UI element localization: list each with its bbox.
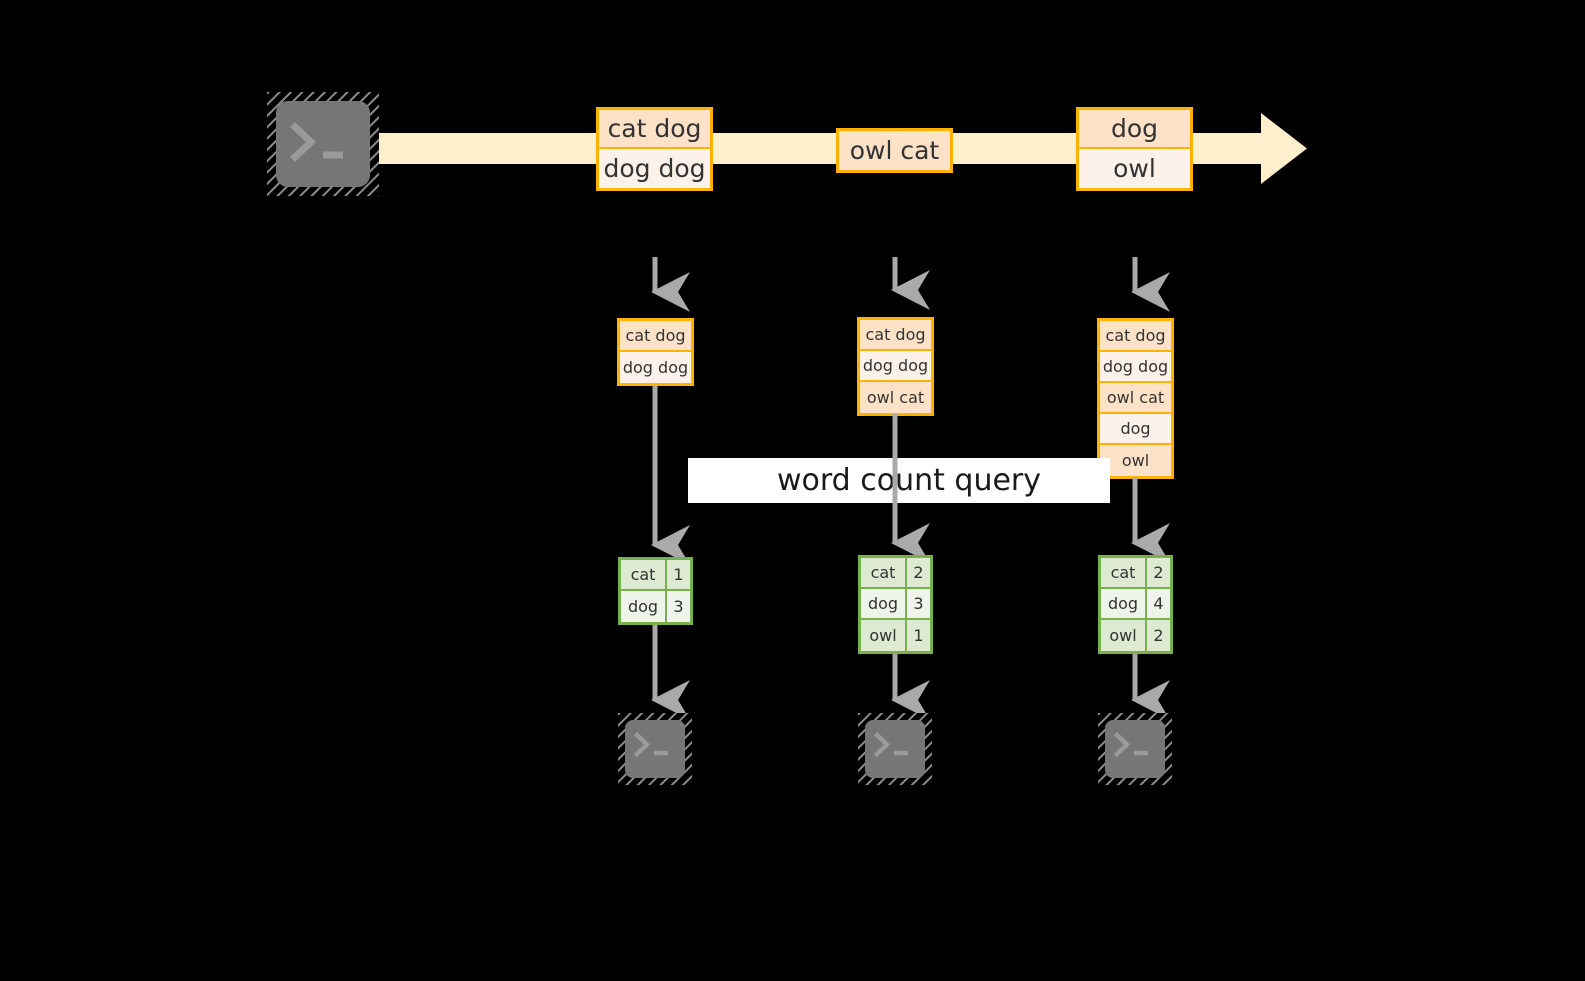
stream-line: cat dog xyxy=(599,110,710,149)
result-table-3: cat 2 dog 4 owl 2 xyxy=(1098,555,1173,654)
table-row: owl 2 xyxy=(1101,620,1170,651)
query-label-text: word count query xyxy=(776,463,1042,498)
count-cell: 2 xyxy=(1147,558,1170,587)
terminal-prompt-glyph xyxy=(290,122,343,162)
result-table-2: cat 2 dog 3 owl 1 xyxy=(858,555,933,654)
count-cell: 2 xyxy=(1147,620,1170,651)
sink-arrows xyxy=(650,622,1170,721)
sink-terminal-icon-2 xyxy=(858,713,932,785)
count-cell: 3 xyxy=(907,589,930,618)
stack-line: dog xyxy=(1100,414,1171,445)
word-cell: owl xyxy=(861,620,907,651)
count-cell: 1 xyxy=(907,620,930,651)
stack-line: owl cat xyxy=(1100,383,1171,414)
batch-feed-arrows xyxy=(650,257,1170,313)
source-terminal-icon xyxy=(267,92,379,196)
stack-line: cat dog xyxy=(620,321,691,352)
table-row: cat 2 xyxy=(1101,558,1170,589)
table-row: dog 3 xyxy=(861,589,930,620)
accumulated-stack-3: cat dog dog dog owl cat dog owl xyxy=(1097,318,1174,479)
stack-line: dog dog xyxy=(860,351,931,382)
count-cell: 1 xyxy=(667,560,690,589)
stream-line: owl cat xyxy=(839,131,950,170)
word-cell: dog xyxy=(621,591,667,622)
result-table-1: cat 1 dog 3 xyxy=(618,557,693,625)
terminal-prompt-glyph xyxy=(633,731,668,758)
accumulated-stack-1: cat dog dog dog xyxy=(617,318,694,386)
word-cell: dog xyxy=(861,589,907,618)
stream-line: owl xyxy=(1079,149,1190,188)
stack-line: dog dog xyxy=(1100,352,1171,383)
count-cell: 3 xyxy=(667,591,690,622)
query-label: word count query xyxy=(688,458,1110,503)
table-row: cat 1 xyxy=(621,560,690,591)
stack-line: owl xyxy=(1100,445,1171,476)
word-cell: cat xyxy=(861,558,907,587)
input-stream-arrow xyxy=(345,113,1307,184)
accumulated-stack-2: cat dog dog dog owl cat xyxy=(857,317,934,416)
sink-terminal-icon-3 xyxy=(1098,713,1172,785)
stack-line: cat dog xyxy=(1100,321,1171,352)
word-cell: owl xyxy=(1101,620,1147,651)
count-cell: 2 xyxy=(907,558,930,587)
stack-line: owl cat xyxy=(860,382,931,413)
count-cell: 4 xyxy=(1147,589,1170,618)
stream-line: dog dog xyxy=(599,149,710,188)
stream-batch-3: dog owl xyxy=(1076,107,1193,191)
stream-line: dog xyxy=(1079,110,1190,149)
word-cell: dog xyxy=(1101,589,1147,618)
word-cell: cat xyxy=(621,560,667,589)
sink-terminal-icon-1 xyxy=(618,713,692,785)
stream-batch-2: owl cat xyxy=(836,128,953,173)
table-row: dog 3 xyxy=(621,591,690,622)
terminal-prompt-glyph xyxy=(1113,731,1148,758)
word-cell: cat xyxy=(1101,558,1147,587)
table-row: owl 1 xyxy=(861,620,930,651)
stack-line: dog dog xyxy=(620,352,691,383)
table-row: dog 4 xyxy=(1101,589,1170,620)
stream-batch-1: cat dog dog dog xyxy=(596,107,713,191)
terminal-prompt-glyph xyxy=(873,731,908,758)
table-row: cat 2 xyxy=(861,558,930,589)
stack-line: cat dog xyxy=(860,320,931,351)
